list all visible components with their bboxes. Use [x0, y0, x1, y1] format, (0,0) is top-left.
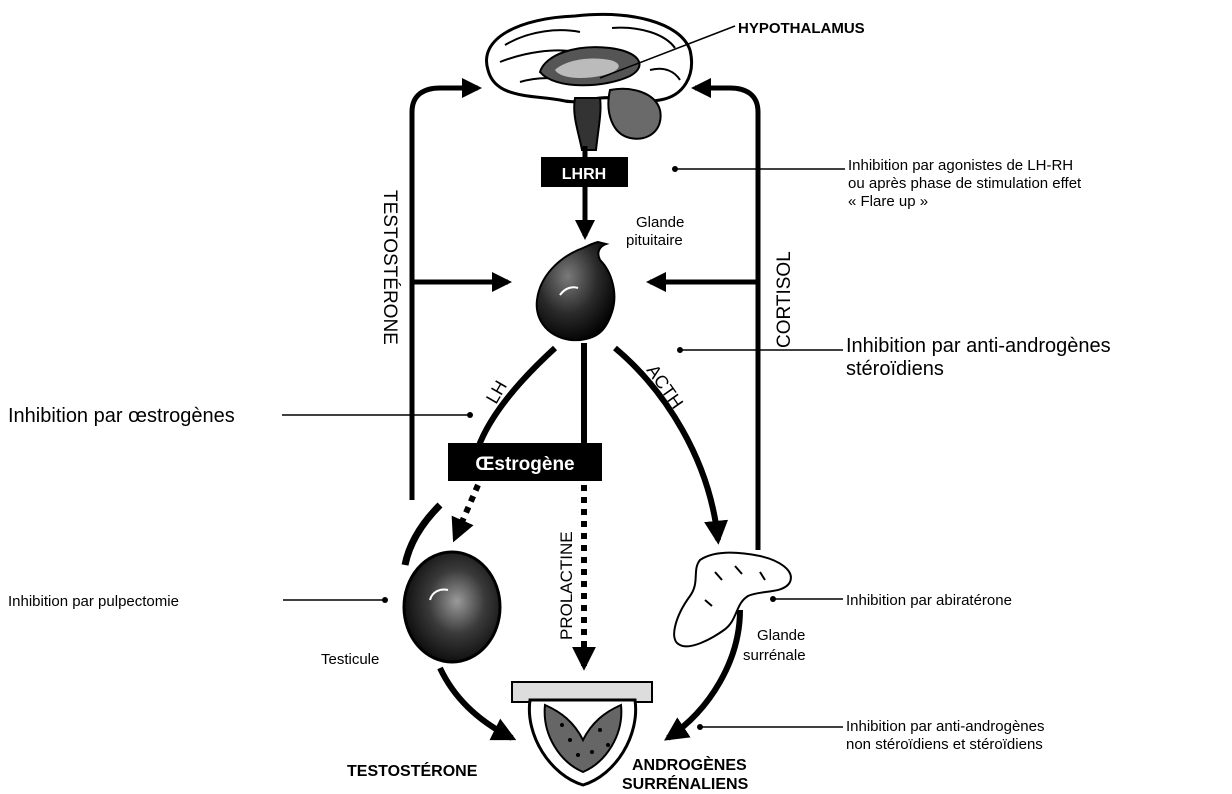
adrenal-androgens-label-line1: ANDROGÈNES: [632, 755, 747, 774]
hypothalamus-label: HYPOTHALAMUS: [738, 20, 865, 37]
pituitary-label-line2: pituitaire: [626, 232, 683, 249]
adrenal-label-line2: surrénale: [743, 647, 806, 664]
lhrh-label: LHRH: [562, 166, 606, 183]
testosterone-feedback-label: TESTOSTÉRONE: [379, 190, 400, 345]
testicle-to-prostate-arrow: [440, 668, 512, 738]
testicle-illustration: [404, 505, 500, 662]
estrogen-inhibition-label: Inhibition par œstrogènes: [8, 405, 235, 427]
lhrh-inhibition-line1: Inhibition par agonistes de LH-RH: [848, 157, 1073, 174]
nonsteroidal-inhibition-line1: Inhibition par anti-androgènes: [846, 718, 1044, 735]
estrogen-to-testicle-dotted-arrow: [455, 485, 478, 538]
lhrh-inhibition-line2: ou après phase de stimulation effet: [848, 175, 1082, 192]
prostate-illustration: [512, 682, 652, 785]
pulpectomy-inhibition-dot: [382, 597, 388, 603]
lhrh-inhibition-line3: « Flare up »: [848, 193, 928, 210]
pituitary-label-line1: Glande: [636, 214, 684, 231]
estrogen-inhibition-dot: [467, 412, 473, 418]
testosterone-output-label: TESTOSTÉRONE: [347, 761, 478, 780]
pituitary-gland-illustration: [537, 242, 615, 340]
testosterone-feedback-arrow: [412, 88, 478, 500]
testicle-label: Testicule: [321, 651, 379, 668]
pulpectomy-inhibition-label: Inhibition par pulpectomie: [8, 593, 179, 610]
brain-illustration: [487, 14, 692, 150]
abiraterone-inhibition-label: Inhibition par abiratérone: [846, 592, 1012, 609]
estrogen-label: Œstrogène: [475, 454, 574, 475]
steroidal-inhibition-line1: Inhibition par anti-androgènes: [846, 335, 1111, 357]
adrenal-androgens-label-line2: SURRÉNALIENS: [622, 774, 749, 793]
steroidal-inhibition-line2: stéroïdiens: [846, 358, 944, 380]
adrenal-label-line1: Glande: [757, 627, 805, 644]
cortisol-feedback-label: CORTISOL: [774, 251, 795, 348]
nonsteroidal-inhibition-line2: non stéroïdiens et stéroïdiens: [846, 736, 1043, 753]
prolactin-label: PROLACTINE: [557, 531, 576, 640]
